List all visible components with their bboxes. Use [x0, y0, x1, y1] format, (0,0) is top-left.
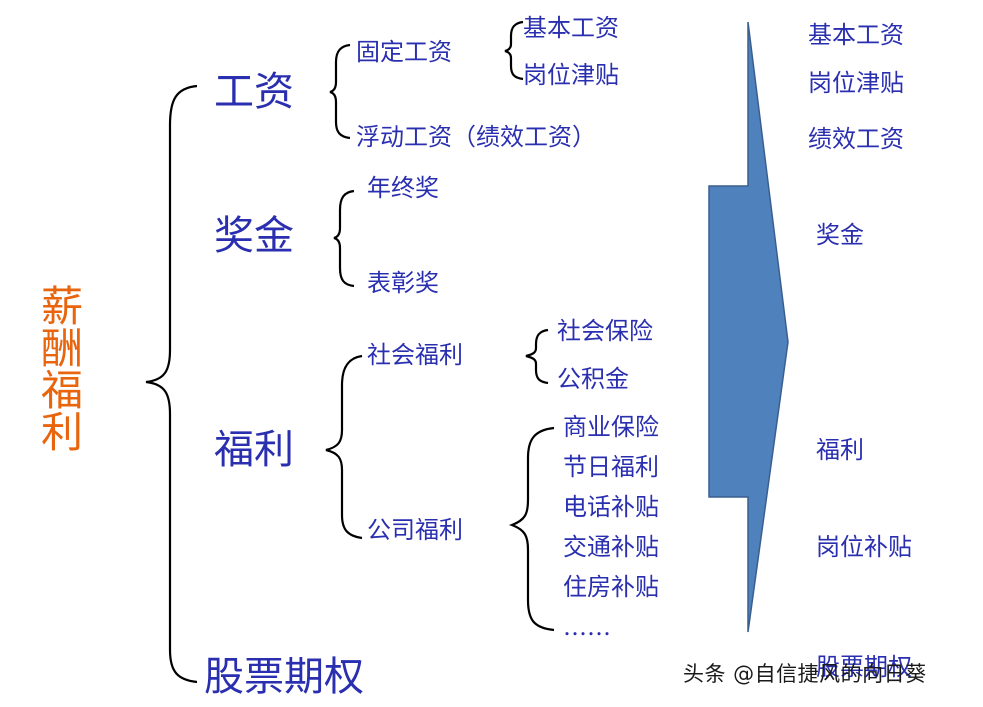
- arrow-shape: [708, 21, 789, 633]
- root-char: 酬: [40, 324, 83, 373]
- fixed-salary-item: 岗位津贴: [523, 61, 619, 89]
- company-welfare-item: 电话补贴: [563, 493, 659, 521]
- root-char: 薪: [40, 282, 83, 331]
- social-welfare-item: 社会保险: [557, 317, 653, 345]
- welfare-brace: [325, 354, 363, 540]
- company-brace: [508, 426, 555, 632]
- salary-brace: [329, 43, 351, 140]
- category-stock: 股票期权: [204, 654, 364, 700]
- fixed-salary-item: 基本工资: [523, 14, 619, 42]
- root-brace: [145, 84, 198, 684]
- root-label: 薪 酬 福 利: [40, 286, 84, 454]
- bonus-item: 表彰奖: [367, 269, 439, 297]
- watermark: 头条 @自信捷风的向日葵: [683, 662, 927, 686]
- social-welfare-label: 社会福利: [367, 341, 463, 369]
- category-salary: 工资: [214, 69, 294, 115]
- company-welfare-label: 公司福利: [367, 516, 463, 544]
- category-bonus: 奖金: [214, 213, 294, 259]
- right-item: 岗位补贴: [816, 533, 912, 561]
- right-item: 绩效工资: [808, 125, 904, 153]
- fixed-salary-label: 固定工资: [356, 38, 452, 66]
- bonus-brace: [333, 189, 355, 288]
- bonus-item: 年终奖: [367, 174, 439, 202]
- company-welfare-item: ……: [563, 613, 611, 641]
- right-item: 基本工资: [808, 21, 904, 49]
- social-welfare-item: 公积金: [557, 365, 629, 393]
- right-item: 股票期权: [816, 653, 912, 681]
- floating-salary-label: 浮动工资（绩效工资）: [356, 123, 596, 151]
- category-welfare: 福利: [214, 427, 294, 473]
- right-item: 福利: [816, 436, 864, 464]
- company-welfare-item: 住房补贴: [563, 573, 659, 601]
- right-item: 岗位津贴: [808, 69, 904, 97]
- root-char: 福: [40, 366, 83, 415]
- root-char: 利: [40, 408, 83, 457]
- company-welfare-item: 交通补贴: [563, 533, 659, 561]
- right-item: 奖金: [816, 221, 864, 249]
- fixed-salary-brace: [504, 20, 524, 81]
- company-welfare-item: 商业保险: [563, 413, 659, 441]
- social-brace: [525, 328, 549, 385]
- company-welfare-item: 节日福利: [563, 453, 659, 481]
